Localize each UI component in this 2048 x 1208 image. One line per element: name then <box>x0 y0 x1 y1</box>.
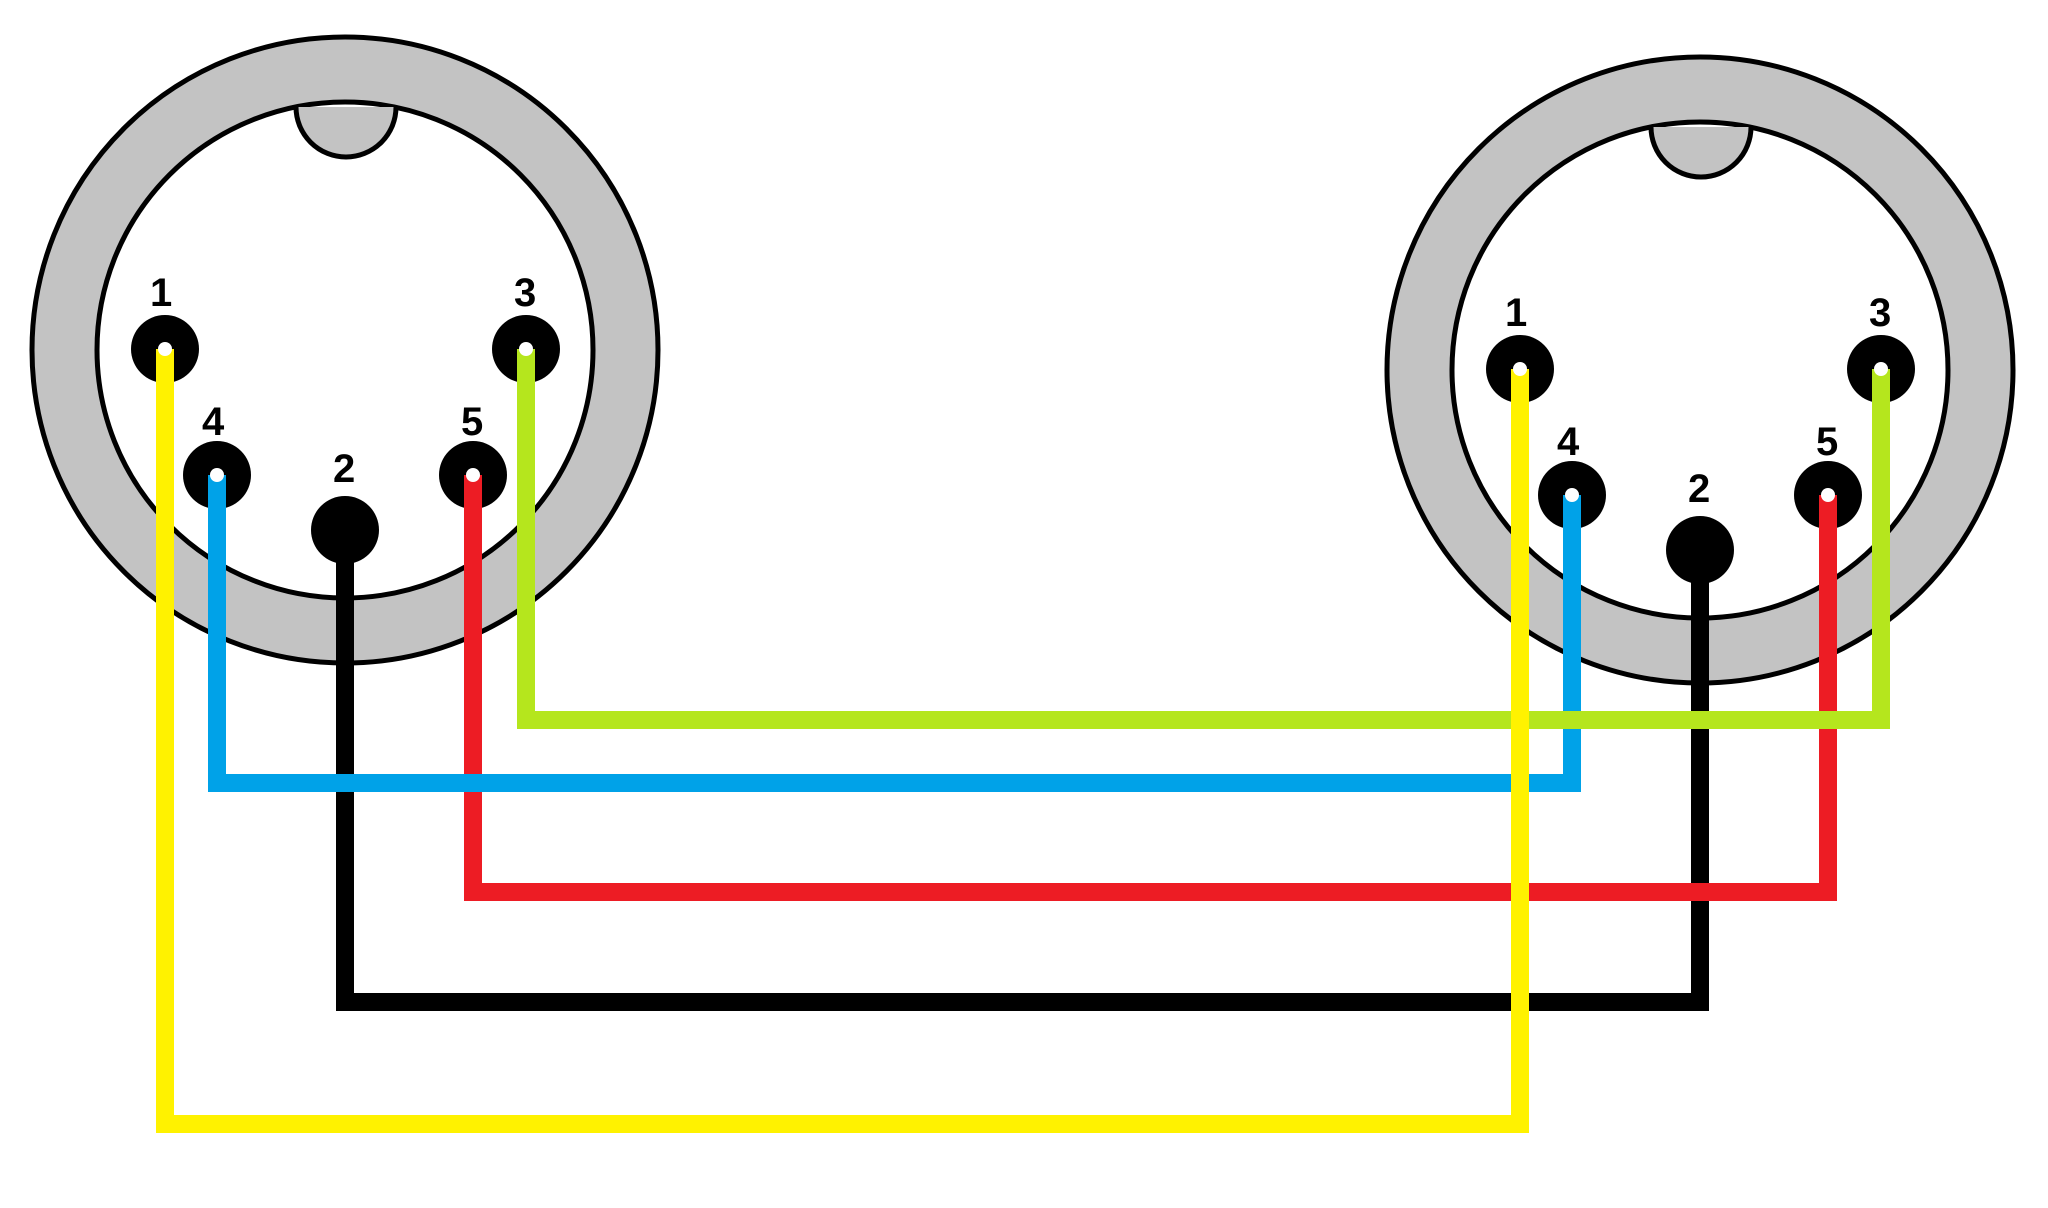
connector-left-pin-5-label: 5 <box>461 400 483 444</box>
connector-left-pin-5-tip <box>466 468 480 482</box>
connector-left-pin-2 <box>311 496 379 564</box>
connector-right-pin-3-tip <box>1874 362 1888 376</box>
connector-right-pin-3-label: 3 <box>1869 291 1891 335</box>
connector-left-pin-3-label: 3 <box>514 271 536 315</box>
connector-left-pin-3-tip <box>519 342 533 356</box>
pin-tips <box>158 342 1888 502</box>
connector-left-pin-1-label: 1 <box>150 271 172 315</box>
connector-left-pin-1-tip <box>158 342 172 356</box>
connector-right-pin-1-label: 1 <box>1505 291 1527 335</box>
connector-right-key-notch <box>1648 126 1754 180</box>
wire-pin-4 <box>208 475 1581 792</box>
connector-right-pin-2-label: 2 <box>1688 467 1710 511</box>
connector-right-pin-1-tip <box>1513 362 1527 376</box>
connector-left-pin-2-label: 2 <box>333 447 355 491</box>
wire-pin-3 <box>517 349 1890 729</box>
connector-right-pin-2 <box>1666 516 1734 584</box>
wires <box>156 349 1890 1133</box>
wire-pin-5 <box>464 475 1837 901</box>
connector-right-pin-5-tip <box>1821 488 1835 502</box>
connector-left-pin-4-tip <box>210 468 224 482</box>
connector-left-pin-4-label: 4 <box>202 400 225 444</box>
connector-right-pin-4-tip <box>1565 488 1579 502</box>
connector-right-pin-5-label: 5 <box>1816 420 1838 464</box>
wire-pin-1 <box>156 349 1529 1133</box>
connector-left-key-notch <box>293 106 399 160</box>
connector-right-pin-4-label: 4 <box>1557 420 1580 464</box>
